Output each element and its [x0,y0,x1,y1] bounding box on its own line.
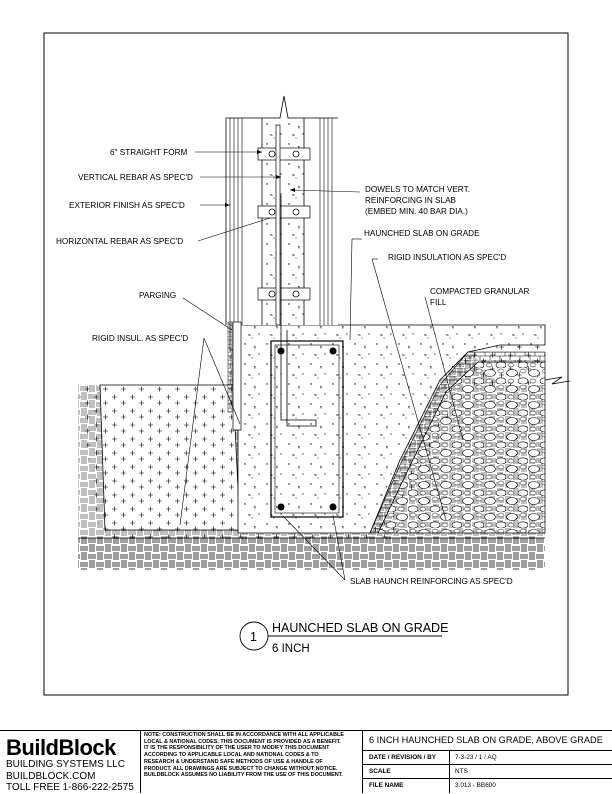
label-granular-1: COMPACTED GRANULAR [430,287,530,296]
note-line: RESEARCH & UNDERSTAND SAFE METHODS OF US… [144,758,323,765]
company-logo: BuildBlock BUILDING SYSTEMS LLC BUILDBLO… [6,737,146,794]
date-value: 7-3-23 / 1 / AQ [455,754,497,761]
note-line: IT IS THE RESPONSIBILITY OF THE USER TO … [144,745,330,752]
detail-number: 1 [250,630,257,644]
date-label: DATE / REVISION / BY [369,754,436,761]
label-granular-2: FILL [430,298,447,307]
detail-subtitle: 6 INCH [272,643,310,655]
note-line: LOCAL & NATIONAL CODES. THIS DOCUMENT IS… [144,738,341,745]
file-label: FILE NAME [369,782,404,789]
drawing-border [43,32,569,696]
company-name: BUILDING SYSTEMS LLC [6,759,125,770]
label-haunched-slab: HAUNCHED SLAB ON GRADE [364,229,480,238]
company-phone: TOLL FREE 1-866-222-2575 [6,782,134,793]
label-parging: PARGING [139,291,176,300]
company-website: BUILDBLOCK.COM [6,770,96,782]
scale-value: NTS [455,768,468,775]
leader-lines [179,151,464,581]
note-line: NOTE: CONSTRUCTION SHALL BE IN ACCORDANC… [144,732,344,738]
label-straight-form: 6" STRAIGHT FORM [110,148,188,157]
label-dowels-2: REINFORCING IN SLAB [365,196,457,205]
detail-title: HAUNCHED SLAB ON GRADE [272,621,448,635]
note-line: PRODUCT. ALL DRAWINGS ARE SUBJECT TO CHA… [144,765,338,772]
file-value: 3.013 - BB600 [455,782,496,789]
label-horizontal-rebar: HORIZONTAL REBAR AS SPEC'D [56,237,183,246]
granular-fill [377,361,546,534]
date-row: DATE / REVISION / BY 7-3-23 / 1 / AQ [363,751,612,765]
disclaimer-note: NOTE: CONSTRUCTION SHALL BE IN ACCORDANC… [140,731,363,793]
title-block: BuildBlock BUILDING SYSTEMS LLC BUILDBLO… [0,730,612,793]
label-haunch-reinf: SLAB HAUNCH REINFORCING AS SPEC'D [350,577,513,586]
scale-row: SCALE NTS [363,765,612,779]
label-vertical-rebar: VERTICAL REBAR AS SPEC'D [78,173,193,182]
label-dowels-1: DOWELS TO MATCH VERT. [365,185,470,194]
note-line: ACCORDING TO APPLICABLE LOCAL AND NATION… [144,752,319,759]
scale-label: SCALE [369,768,391,775]
project-title: 6 INCH HAUNCHED SLAB ON GRADE, ABOVE GRA… [363,731,612,751]
label-dowels-3: (EMBED MIN. 40 BAR DIA.) [365,207,468,216]
note-line: BUILDBLOCK ASSUMES NO LIABILITY FROM THE… [144,772,343,779]
label-rigid-insul: RIGID INSUL. AS SPEC'D [92,334,188,343]
haunch-stirrup [270,340,344,518]
title-block-info: 6 INCH HAUNCHED SLAB ON GRADE, ABOVE GRA… [363,731,612,793]
brand-name: BuildBlock [6,735,116,760]
icf-wall [225,95,338,427]
file-row: FILE NAME 3.013 - BB600 [363,779,612,793]
label-rigid-insulation: RIGID INSULATION AS SPEC'D [388,253,506,262]
label-exterior-finish: EXTERIOR FINISH AS SPEC'D [69,201,185,210]
section-drawing: 6" STRAIGHT FORM VERTICAL REBAR AS SPEC'… [43,32,571,696]
